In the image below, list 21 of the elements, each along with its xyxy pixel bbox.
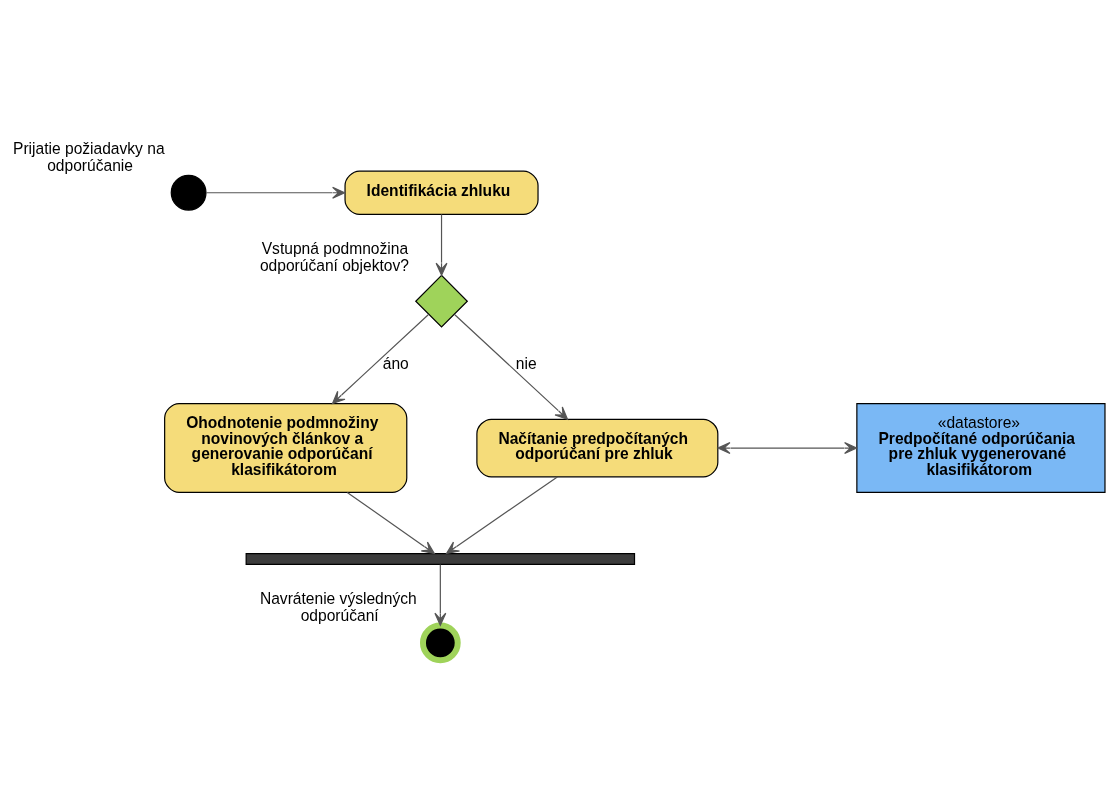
edge-label: nie xyxy=(515,354,537,372)
node-bar xyxy=(245,552,636,565)
arrow xyxy=(205,186,346,199)
node-label: Prijatie požiadavky na odporúčanie xyxy=(13,139,165,174)
arrow xyxy=(454,313,569,420)
arrow xyxy=(346,491,435,554)
arrow xyxy=(434,563,447,626)
node-diamond xyxy=(414,274,469,328)
node-circle xyxy=(419,621,461,663)
arrow xyxy=(435,213,448,276)
edge-label: áno xyxy=(382,354,409,372)
node-box: Identifikácia zhluku xyxy=(344,170,539,215)
node-box: «datastore» Predpočítané odporúčania pre zhluk vygenerované klasifikátorom xyxy=(856,402,1106,493)
node-label: Vstupná podmnožina odporúčaní objektov? xyxy=(259,239,409,274)
node-circle xyxy=(170,174,207,211)
node-box: Ohodnotenie podmnožiny novinových článkov a generovanie odporúčaní klasifikátorom xyxy=(164,402,408,493)
node-label: Navrátenie výsledných odporúčaní xyxy=(259,589,417,624)
arrow xyxy=(717,441,858,454)
arrow xyxy=(446,475,558,554)
arrow xyxy=(331,313,429,404)
node-box: Načítanie predpočítaných odporúčaní pre zhluk xyxy=(476,418,719,477)
